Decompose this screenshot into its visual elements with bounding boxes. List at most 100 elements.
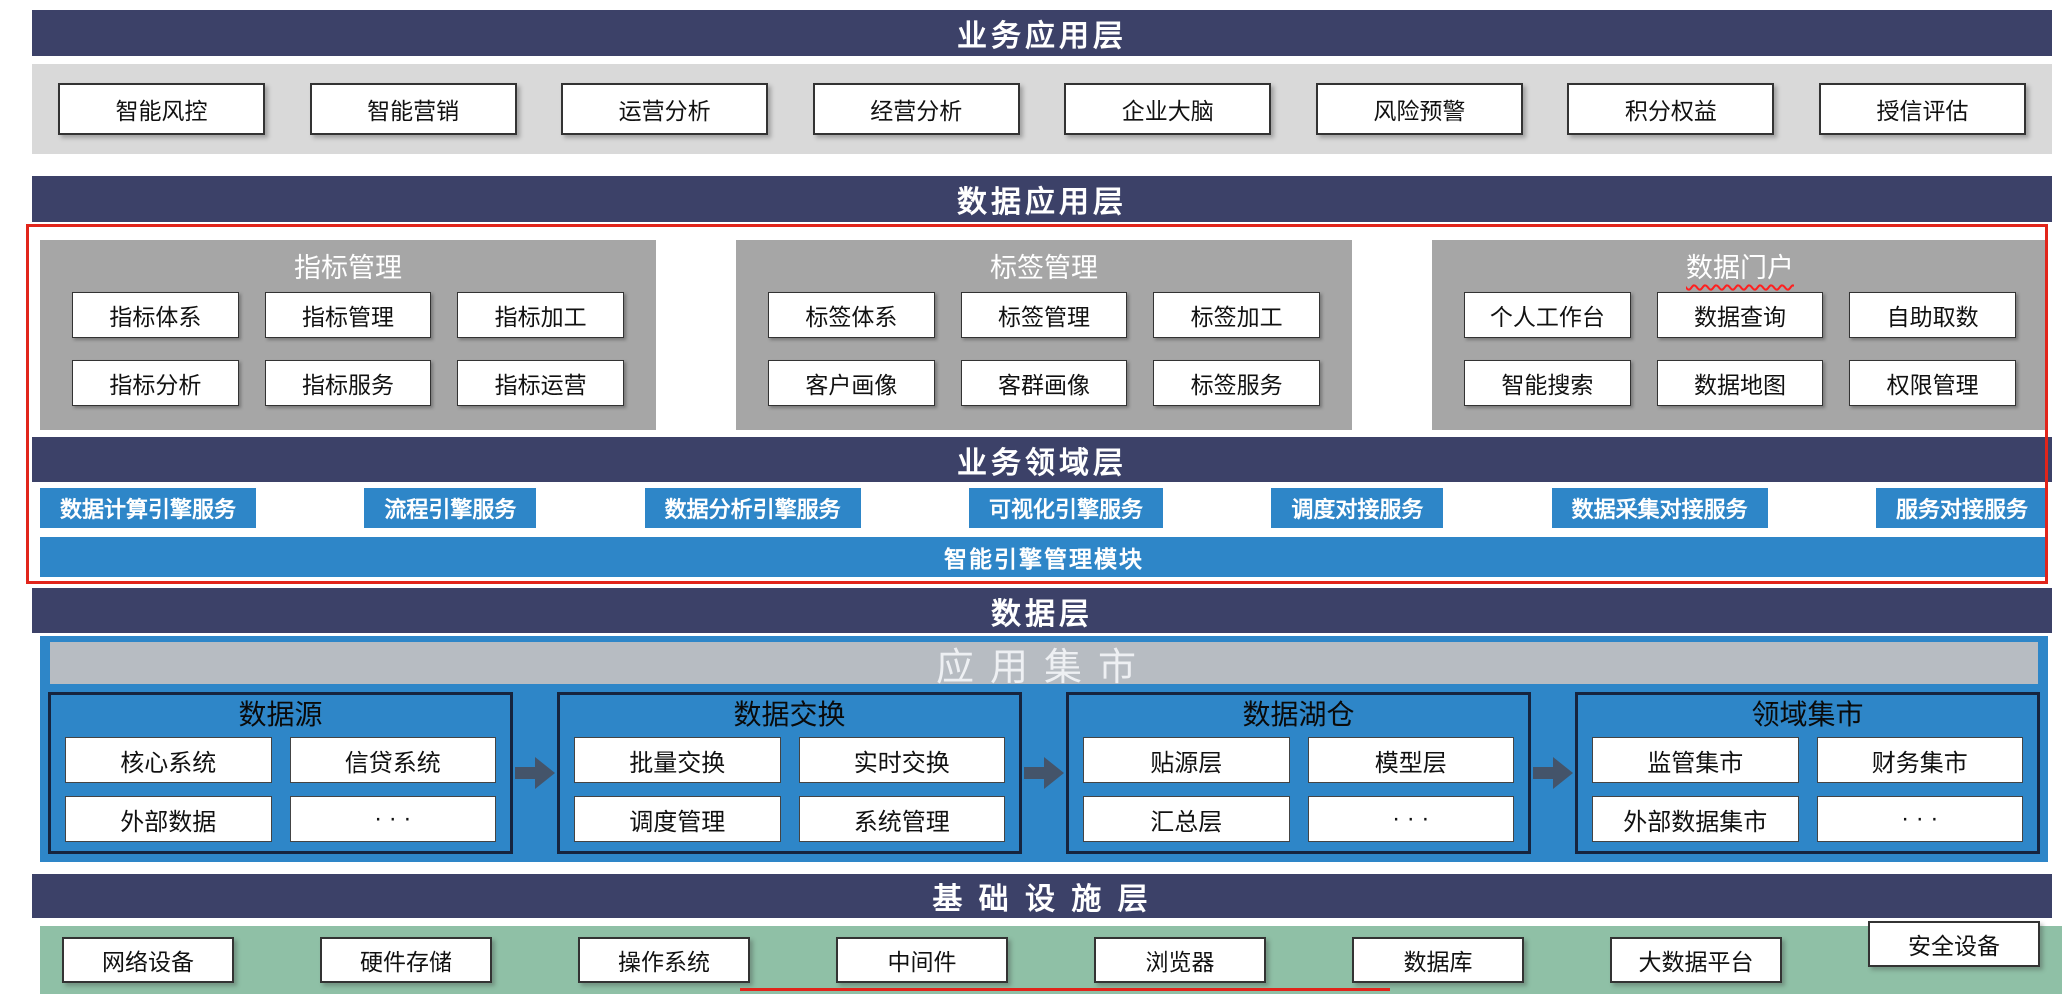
app-node: 授信评估 bbox=[1818, 83, 2026, 135]
node-box: 数据地图 bbox=[1656, 360, 1824, 406]
node-box: 标签加工 bbox=[1153, 292, 1320, 338]
node-box: 外部数据 bbox=[65, 796, 272, 842]
business-apps-band: 智能风控 智能营销 运营分析 经营分析 企业大脑 风险预警 积分权益 授信评估 bbox=[32, 64, 2052, 154]
mart-panel-grid: 贴源层 模型层 汇总层 · · · bbox=[1083, 737, 1514, 842]
panel-grid: 标签体系 标签管理 标签加工 客户画像 客群画像 标签服务 bbox=[768, 292, 1320, 406]
node-box: 汇总层 bbox=[1083, 796, 1290, 842]
engine-management-bar: 智能引擎管理模块 bbox=[40, 537, 2048, 577]
node-box: 实时交换 bbox=[798, 737, 1005, 783]
service-node: 服务对接服务 bbox=[1875, 488, 2048, 528]
node-box: 指标分析 bbox=[72, 360, 239, 406]
panel-grid: 指标体系 指标管理 指标加工 指标分析 指标服务 指标运营 bbox=[72, 292, 624, 406]
service-node: 可视化引擎服务 bbox=[968, 488, 1163, 528]
node-box: 系统管理 bbox=[798, 796, 1005, 842]
service-node: 数据采集对接服务 bbox=[1551, 488, 1768, 528]
mart-panel-title: 数据湖仓 bbox=[1242, 700, 1355, 731]
node-box: 指标管理 bbox=[264, 292, 432, 338]
app-node: 经营分析 bbox=[812, 83, 1020, 135]
node-box: · · · bbox=[1816, 796, 2023, 842]
panel-title-text: 数据门户 bbox=[1686, 253, 1794, 283]
panel-indicator-management: 指标管理 指标体系 指标管理 指标加工 指标分析 指标服务 指标运营 bbox=[40, 240, 656, 430]
service-node: 数据分析引擎服务 bbox=[644, 488, 861, 528]
mart-panel-domain-mart: 领域集市 监管集市 财务集市 外部数据集市 · · · bbox=[1575, 692, 2040, 854]
node-box: 信贷系统 bbox=[289, 737, 496, 783]
flow-arrow-right-icon bbox=[513, 692, 557, 854]
node-box: 指标加工 bbox=[457, 292, 624, 338]
node-box: 标签管理 bbox=[960, 292, 1128, 338]
node-box: 标签服务 bbox=[1153, 360, 1320, 406]
infra-node: 网络设备 bbox=[62, 937, 234, 983]
panel-tag-management: 标签管理 标签体系 标签管理 标签加工 客户画像 客群画像 标签服务 bbox=[736, 240, 1352, 430]
mart-panel-grid: 批量交换 实时交换 调度管理 系统管理 bbox=[574, 737, 1005, 842]
infra-node: 大数据平台 bbox=[1610, 937, 1782, 983]
node-box: 客群画像 bbox=[960, 360, 1128, 406]
layer-banner-infrastructure: 基 础 设 施 层 bbox=[32, 874, 2052, 918]
panel-title: 指标管理 bbox=[294, 253, 402, 283]
app-node: 企业大脑 bbox=[1064, 83, 1272, 135]
node-box: 指标体系 bbox=[72, 292, 239, 338]
node-box: 指标运营 bbox=[457, 360, 624, 406]
mart-panel-title: 数据交换 bbox=[733, 700, 846, 731]
node-box: · · · bbox=[289, 796, 496, 842]
infra-node: 浏览器 bbox=[1094, 937, 1266, 983]
layer-title: 业务领域层 bbox=[957, 446, 1127, 480]
application-mart-header: 应用集市 bbox=[50, 642, 2038, 689]
infra-node: 中间件 bbox=[836, 937, 1008, 983]
mart-panel-data-source: 数据源 核心系统 信贷系统 外部数据 · · · bbox=[48, 692, 513, 854]
service-node: 流程引擎服务 bbox=[364, 488, 537, 528]
layer-title: 数据应用层 bbox=[957, 186, 1127, 219]
node-box: 智能搜索 bbox=[1464, 360, 1631, 406]
app-node: 智能风控 bbox=[58, 83, 265, 135]
layer-title: 业务应用层 bbox=[957, 20, 1127, 53]
app-node: 运营分析 bbox=[561, 83, 769, 135]
mart-panel-title: 领域集市 bbox=[1751, 700, 1864, 731]
node-box: 指标服务 bbox=[264, 360, 432, 406]
node-box: 数据查询 bbox=[1656, 292, 1824, 338]
mart-panel-grid: 监管集市 财务集市 外部数据集市 · · · bbox=[1592, 737, 2023, 842]
node-box: 权限管理 bbox=[1849, 360, 2016, 406]
mart-panel-data-lakehouse: 数据湖仓 贴源层 模型层 汇总层 · · · bbox=[1066, 692, 1531, 854]
infra-node: 安全设备 bbox=[1868, 921, 2040, 967]
node-box: 贴源层 bbox=[1083, 737, 1290, 783]
panel-title: 数据门户 bbox=[1464, 248, 2016, 288]
red-underline-mark bbox=[740, 988, 1390, 991]
panel-title: 标签管理 bbox=[990, 253, 1098, 283]
app-node: 智能营销 bbox=[309, 83, 517, 135]
application-mart-region: 应用集市 数据源 核心系统 信贷系统 外部数据 · · · 数据交换 批量交换 … bbox=[40, 636, 2048, 862]
node-box: 调度管理 bbox=[574, 796, 781, 842]
node-box: 个人工作台 bbox=[1464, 292, 1631, 338]
node-box: 批量交换 bbox=[574, 737, 781, 783]
layer-banner-data-application: 数据应用层 bbox=[32, 176, 2052, 222]
mart-panel-title: 数据源 bbox=[238, 700, 323, 731]
node-box: 财务集市 bbox=[1816, 737, 2023, 783]
node-box: 外部数据集市 bbox=[1592, 796, 1799, 842]
infrastructure-band: 网络设备 硬件存储 操作系统 中间件 浏览器 数据库 大数据平台 安全设备 bbox=[40, 921, 2062, 994]
node-box: 客户画像 bbox=[768, 360, 935, 406]
flow-arrow-right-icon bbox=[1531, 692, 1575, 854]
service-node: 调度对接服务 bbox=[1271, 488, 1444, 528]
panel-grid: 个人工作台 数据查询 自助取数 智能搜索 数据地图 权限管理 bbox=[1464, 292, 2016, 406]
node-box: 核心系统 bbox=[65, 737, 272, 783]
node-box: 监管集市 bbox=[1592, 737, 1799, 783]
layer-title: 基 础 设 施 层 bbox=[932, 883, 1152, 916]
layer-banner-business-application: 业务应用层 bbox=[32, 10, 2052, 56]
panel-data-portal: 数据门户 个人工作台 数据查询 自助取数 智能搜索 数据地图 权限管理 bbox=[1432, 240, 2048, 430]
infra-node: 数据库 bbox=[1352, 937, 1524, 983]
service-node: 数据计算引擎服务 bbox=[40, 488, 257, 528]
mart-panel-grid: 核心系统 信贷系统 外部数据 · · · bbox=[65, 737, 496, 842]
node-box: 标签体系 bbox=[768, 292, 935, 338]
flow-arrow-right-icon bbox=[1022, 692, 1066, 854]
node-box: 模型层 bbox=[1307, 737, 1514, 783]
node-box: 自助取数 bbox=[1849, 292, 2016, 338]
engine-services-row: 数据计算引擎服务 流程引擎服务 数据分析引擎服务 可视化引擎服务 调度对接服务 … bbox=[40, 488, 2048, 528]
infra-node: 硬件存储 bbox=[320, 937, 492, 983]
infra-node: 操作系统 bbox=[578, 937, 750, 983]
application-mart-panels: 数据源 核心系统 信贷系统 外部数据 · · · 数据交换 批量交换 实时交换 … bbox=[48, 692, 2040, 854]
mart-panel-data-exchange: 数据交换 批量交换 实时交换 调度管理 系统管理 bbox=[557, 692, 1022, 854]
layer-banner-data: 数据层 bbox=[32, 588, 2052, 633]
layer-title: 数据层 bbox=[991, 597, 1093, 631]
app-node: 积分权益 bbox=[1567, 83, 1775, 135]
app-node: 风险预警 bbox=[1315, 83, 1523, 135]
node-box: · · · bbox=[1307, 796, 1514, 842]
layer-banner-business-domain: 业务领域层 bbox=[32, 437, 2052, 482]
